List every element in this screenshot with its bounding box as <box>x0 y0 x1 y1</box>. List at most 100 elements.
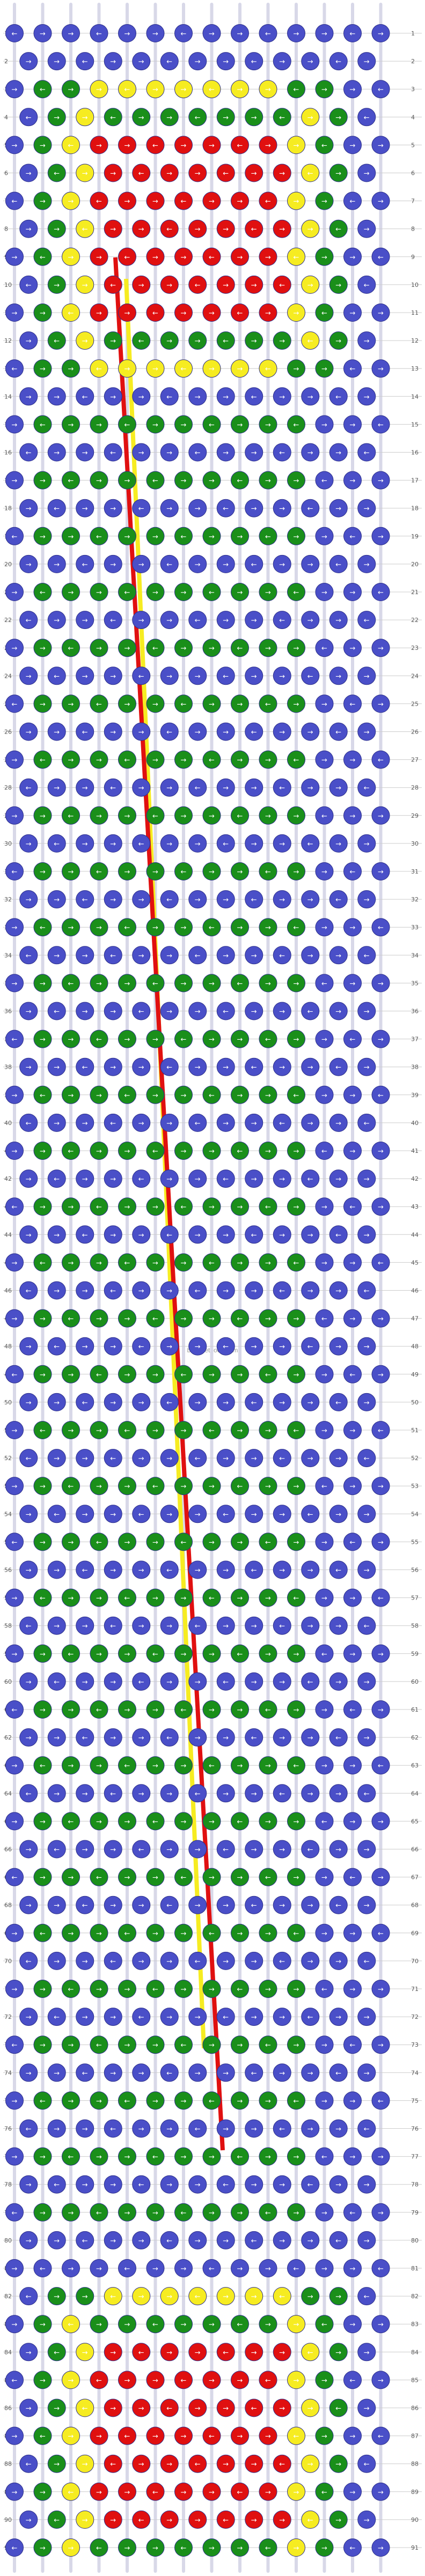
knot <box>104 1113 122 1132</box>
knot <box>231 471 249 490</box>
knot-arrow: → <box>378 1874 384 1882</box>
knot-arrow: ← <box>124 757 130 765</box>
knot <box>174 1030 193 1048</box>
knot-arrow: ← <box>209 2265 215 2273</box>
knot-arrow: → <box>364 1064 370 1072</box>
knot <box>5 359 24 378</box>
knot-arrow: ← <box>54 2516 60 2525</box>
knot-arrow: → <box>294 1986 299 1994</box>
knot <box>62 1309 80 1328</box>
knot <box>357 1449 376 1468</box>
knot-arrow: → <box>209 2544 215 2552</box>
knot <box>146 415 165 434</box>
knot-arrow: ← <box>124 589 130 597</box>
knot-arrow: → <box>265 1595 271 1603</box>
knot <box>371 1365 390 1383</box>
knot-arrow: ← <box>110 2126 116 2134</box>
red-diagonal-strand <box>113 257 225 2151</box>
knot-arrow: ← <box>294 2097 299 2105</box>
knot-arrow: → <box>138 2293 144 2301</box>
row-number-left: 32 <box>4 896 12 903</box>
knot-arrow: → <box>181 1427 187 1435</box>
knot <box>301 331 320 350</box>
knot <box>315 1533 334 1551</box>
knot-arrow: ← <box>166 729 172 737</box>
knot-arrow: → <box>181 812 187 820</box>
knot-arrow: → <box>350 757 356 765</box>
row-number-right: 52 <box>411 1455 419 1462</box>
knot <box>315 304 334 322</box>
row-number-right: 2 <box>411 58 415 65</box>
knot-arrow: → <box>152 1706 158 1714</box>
knot-arrow: → <box>195 226 201 234</box>
knot-arrow: → <box>26 896 32 904</box>
knot-arrow: → <box>181 477 187 485</box>
row-number-right: 47 <box>411 1315 419 1322</box>
knot <box>202 918 221 937</box>
knot-arrow: → <box>265 1986 271 1994</box>
knot-arrow: → <box>209 1818 215 1826</box>
knot <box>273 890 291 909</box>
row-number-right: 29 <box>411 812 419 819</box>
knot-arrow: → <box>40 1538 46 1546</box>
knot-arrow: → <box>54 2069 60 2077</box>
knot <box>146 1309 165 1328</box>
knot <box>47 443 66 462</box>
knot-arrow: → <box>166 1846 172 1854</box>
knot <box>357 611 376 630</box>
row-number-right: 7 <box>411 198 415 205</box>
knot-arrow: → <box>12 254 18 262</box>
row-number-left: 48 <box>4 1343 12 1350</box>
knot <box>371 247 390 266</box>
knot-arrow: ← <box>166 2069 172 2077</box>
knot <box>315 1030 334 1048</box>
knot <box>62 1197 80 1216</box>
knot <box>132 1002 151 1020</box>
knot-arrow: → <box>321 421 327 429</box>
knot-arrow: → <box>96 757 102 765</box>
knot-arrow: ← <box>54 1175 60 1183</box>
knot-arrow: ← <box>279 1287 285 1296</box>
knot-arrow: → <box>237 86 243 94</box>
knot-arrow: → <box>138 1567 144 1575</box>
knot-arrow: → <box>237 1538 243 1546</box>
knot <box>132 722 151 741</box>
knot <box>343 1309 362 1328</box>
knot <box>62 1365 80 1383</box>
knot-arrow: → <box>237 1706 243 1714</box>
knot-arrow: ← <box>96 1706 102 1714</box>
knot-arrow: → <box>209 1203 215 1211</box>
row-number-right: 91 <box>411 2544 419 2551</box>
knot-arrow: → <box>40 868 46 876</box>
knot <box>33 471 52 490</box>
knot <box>245 499 263 517</box>
knot <box>76 1169 94 1188</box>
knot-arrow: → <box>181 2097 187 2105</box>
knot <box>47 499 66 517</box>
knot <box>287 1477 305 1496</box>
knot-arrow: → <box>279 393 285 401</box>
row-number-right: 77 <box>411 2153 419 2160</box>
knot-arrow: → <box>321 1930 327 1938</box>
knot-arrow: → <box>152 198 158 206</box>
knot <box>301 219 320 238</box>
knot-arrow: → <box>68 1595 74 1603</box>
knot <box>371 862 390 880</box>
knot-arrow: → <box>364 896 370 904</box>
knot <box>19 890 38 909</box>
knot-arrow: → <box>138 1399 144 1407</box>
knot-arrow: ← <box>307 2181 313 2189</box>
knot-arrow: → <box>68 2265 74 2273</box>
knot-arrow: → <box>166 114 172 122</box>
knot-arrow: → <box>68 254 74 262</box>
row-number-left: 36 <box>4 1008 12 1015</box>
knot-arrow: → <box>265 309 271 317</box>
knot-arrow: ← <box>124 1595 130 1603</box>
row-number-right: 23 <box>411 645 419 652</box>
knot <box>371 1588 390 1607</box>
knot <box>343 583 362 601</box>
knot <box>146 136 165 154</box>
row-number-left: 58 <box>4 1623 12 1630</box>
knot-arrow: → <box>378 1986 384 1994</box>
knot <box>216 722 235 741</box>
